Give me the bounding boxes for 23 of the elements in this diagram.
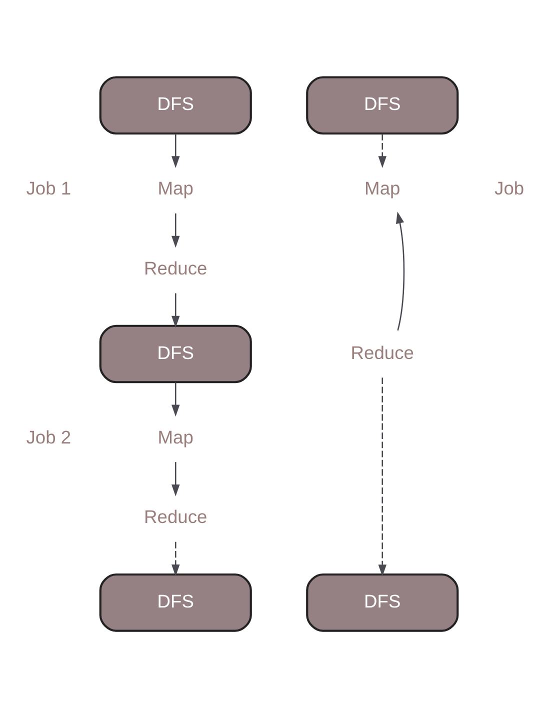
label: Job 2 bbox=[26, 426, 72, 448]
node-text: Map bbox=[364, 178, 400, 199]
node-text: Map bbox=[158, 178, 194, 199]
arrow bbox=[172, 213, 180, 248]
arrow bbox=[172, 134, 180, 168]
node-box: DFS bbox=[99, 573, 252, 632]
arrow bbox=[172, 293, 180, 328]
node-box: DFS bbox=[306, 573, 459, 632]
arrow bbox=[378, 378, 386, 576]
arrow bbox=[172, 382, 180, 417]
arrow bbox=[378, 134, 386, 168]
arrow bbox=[396, 212, 405, 331]
node-box: DFS bbox=[99, 324, 252, 384]
label: Job 1 bbox=[26, 178, 72, 199]
node-text: Map bbox=[158, 426, 194, 448]
node-text: Reduce bbox=[350, 342, 414, 363]
node-text: Reduce bbox=[144, 257, 208, 278]
node-box: DFS bbox=[99, 76, 252, 135]
arrow bbox=[172, 462, 180, 496]
arrow bbox=[172, 542, 180, 576]
label: Job bbox=[494, 178, 524, 199]
node-text: Reduce bbox=[144, 506, 208, 528]
node-box: DFS bbox=[306, 76, 459, 135]
